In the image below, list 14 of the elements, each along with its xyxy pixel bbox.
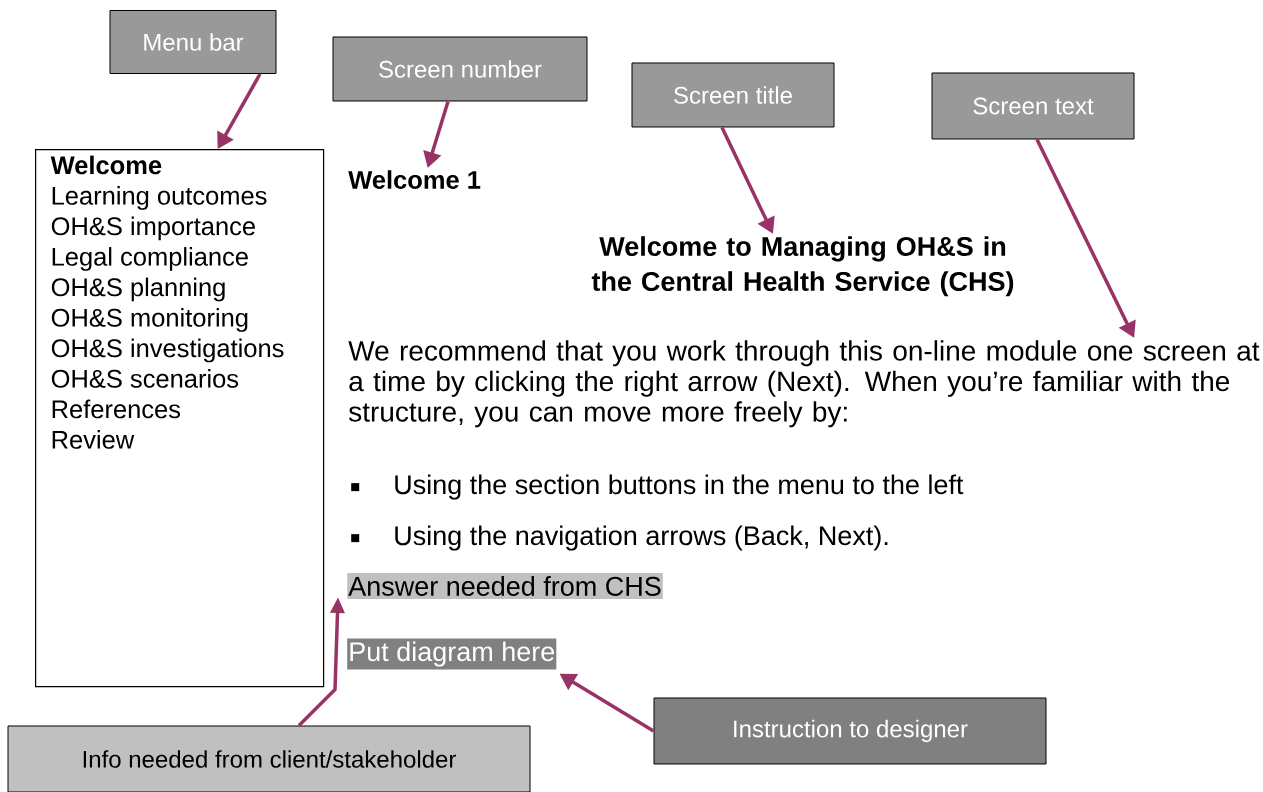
screen-title: Welcome to Managing OH&S in the Central Health Service (CHS) bbox=[591, 236, 1014, 297]
bullet-item: Using the navigation arrows (Back, Next). bbox=[351, 525, 888, 551]
menu-panel: Welcome Learning outcomes OH&S importance Legal compliance OH&S planning OH&S monitoring OH&S investigations OH&S scenarios References Review bbox=[35, 149, 325, 688]
callout-box: Screen title bbox=[631, 62, 835, 128]
highlight-box: Put diagram here bbox=[347, 638, 557, 670]
highlight-box: Answer needed from CHS bbox=[347, 573, 663, 599]
callout-box: Screen text bbox=[931, 72, 1135, 140]
screen-number: Welcome 1 bbox=[348, 170, 481, 189]
bullet-item: Using the section buttons in the menu to the left bbox=[351, 474, 964, 500]
callout-box: Instruction to designer bbox=[653, 697, 1047, 765]
body-text: We recommend that you work through this on-line module one screen at a time by clicking the right arrow (Next). When you’re familiar with the structure, you can move more freely by: bbox=[348, 340, 1260, 428]
callout-box: Screen number bbox=[332, 36, 588, 102]
callout-box: Menu bar bbox=[109, 10, 277, 74]
callout-box: Info needed from client/stakeholder bbox=[7, 725, 531, 792]
